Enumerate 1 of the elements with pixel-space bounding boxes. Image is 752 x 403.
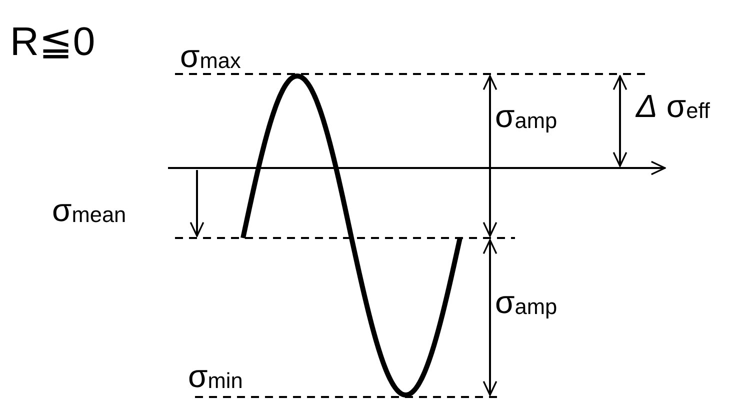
stress-label: R≦0 bbox=[10, 22, 96, 62]
